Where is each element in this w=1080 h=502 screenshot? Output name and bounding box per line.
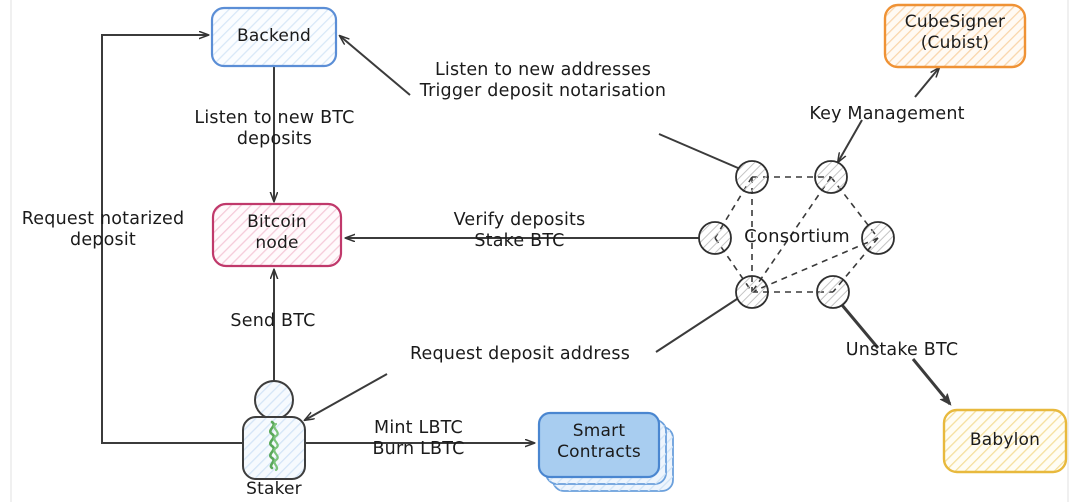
node-smart-contracts-shape	[537, 411, 674, 492]
consortium-node-right	[861, 221, 895, 255]
node-cubesigner-shape	[883, 3, 1027, 69]
edge-listen-addresses-seg2	[340, 36, 411, 96]
node-backend-shape	[210, 6, 338, 68]
staker-body	[242, 416, 306, 480]
node-label-staker: Staker	[246, 479, 302, 499]
staker-badge-squiggle-2	[273, 422, 279, 472]
edge-unstake-btc-seg1	[840, 304, 880, 349]
consortium-members	[698, 160, 895, 309]
consortium-node-bottom-left	[735, 275, 769, 309]
edge-label-send-btc: Send BTC	[230, 311, 316, 331]
node-label-backend: Backend	[236, 26, 312, 46]
edge-listen-addresses-seg1	[658, 133, 739, 169]
edge-label-key-management: Key Management	[809, 104, 965, 124]
edge-key-management-seg1	[838, 119, 863, 162]
edge-label-unstake-btc: Unstake BTC	[845, 340, 959, 360]
edge-label-request-address: Request deposit address	[409, 344, 631, 364]
consortium-node-top-right	[814, 160, 848, 194]
consortium-node-left	[698, 221, 732, 255]
node-label-babylon: Babylon	[969, 430, 1041, 450]
consortium-node-top-left	[735, 160, 769, 194]
node-bitcoin-node-shape	[211, 202, 343, 268]
edge-unstake-btc-seg2	[911, 358, 950, 404]
edge-request-address-seg2	[305, 373, 388, 420]
edge-request-address-seg1	[655, 298, 738, 353]
edge-key-management-seg2	[914, 68, 939, 98]
staker-badge-squiggle	[269, 420, 275, 470]
edge-request-notarized-line	[101, 35, 243, 444]
node-label-consortium: Consortium	[744, 226, 850, 247]
consortium-node-bottom-right	[816, 275, 850, 309]
node-staker-shape	[242, 380, 306, 480]
node-babylon-shape	[942, 408, 1068, 474]
node-label-cubesigner: CubeSigner(Cubist)	[904, 12, 1006, 53]
